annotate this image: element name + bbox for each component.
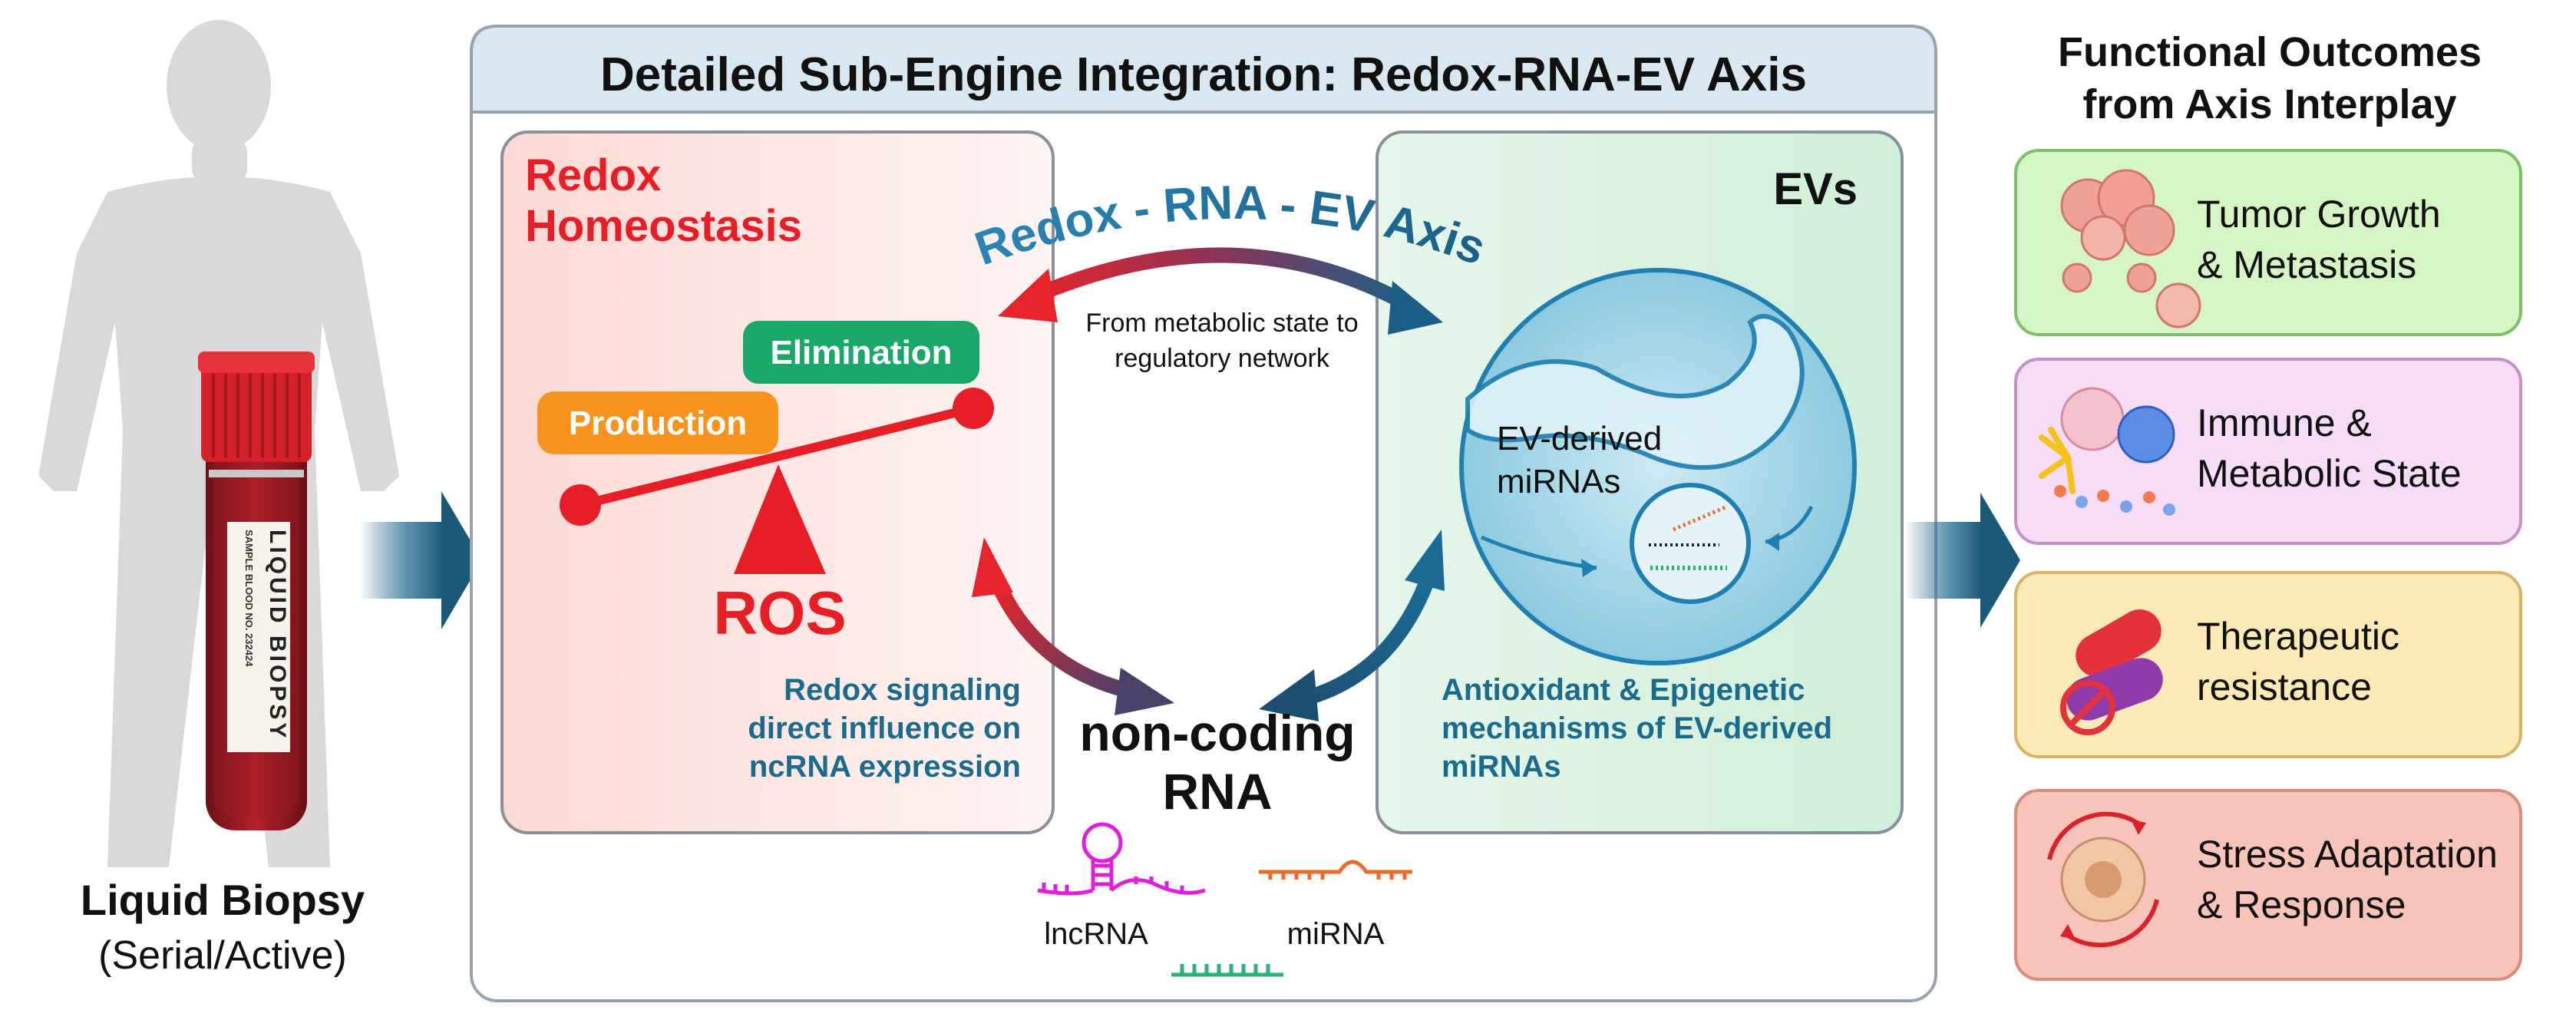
ros-label: ROS: [713, 579, 846, 647]
liquid-biopsy-subtitle: (Serial/Active): [98, 933, 347, 978]
outcome-stress-line1: Stress Adaptation: [2197, 833, 2498, 876]
immune-cells-icon: [2039, 387, 2175, 516]
redox-ncrna-arrow: [972, 537, 1174, 715]
rna-strand-icon: [1171, 964, 1283, 977]
outcome-card-stress-adaptation: Stress Adaptation & Response: [2014, 789, 2522, 981]
vial-label: [227, 522, 290, 752]
elimination-badge: [743, 321, 979, 384]
lncrna-label: lncRNA: [1044, 917, 1148, 951]
redox-balance-scale: [560, 388, 994, 574]
ev-title: EVs: [1773, 164, 1858, 214]
outcome-card-tumor-growth: Tumor Growth & Metastasis: [2014, 149, 2522, 336]
pill-capsule-icon: [2060, 609, 2163, 735]
vial-label-text: LIQUID BIOPSY: [265, 530, 290, 741]
outcome-immune-line2: Metabolic State: [2197, 452, 2462, 495]
outcomes-title-line2: from Axis Interplay: [2082, 81, 2456, 127]
stress-cycle-icon: [2047, 811, 2159, 948]
integration-panel-header: Detailed Sub-Engine Integration: Redox-R…: [600, 48, 1807, 101]
redox-title-line2: Homeostasis: [525, 201, 802, 251]
outcomes-title-line1: Functional Outcomes: [2058, 29, 2482, 75]
mirna-icon: [1259, 860, 1412, 880]
ev-caption-line3: miRNAs: [1442, 750, 1561, 784]
outcome-therapeutic-line1: Therapeutic: [2197, 615, 2399, 658]
connector-text-line1: From metabolic state to: [1085, 309, 1358, 338]
ev-vesicle-label-line2: miRNAs: [1497, 463, 1620, 500]
tumor-cells-icon: [2060, 169, 2201, 328]
axis-double-arrow-top: [998, 247, 1443, 335]
elimination-label: Elimination: [770, 334, 952, 371]
lncrna-icon: [1037, 822, 1206, 896]
flow-arrow-left: [359, 491, 482, 629]
redox-caption-line1: Redox signaling: [784, 673, 1021, 707]
redox-title-line1: Redox: [525, 150, 661, 200]
outcome-immune-line1: Immune &: [2197, 401, 2372, 444]
ncrna-title-line1: non-coding: [1079, 705, 1355, 761]
redox-caption-line2: direct influence on: [748, 711, 1021, 745]
outcome-stress-line2: & Response: [2197, 883, 2406, 926]
mirna-label: miRNA: [1287, 917, 1385, 951]
liquid-biopsy-title: Liquid Biopsy: [81, 876, 365, 924]
ev-caption-line1: Antioxidant & Epigenetic: [1442, 673, 1805, 707]
outcome-card-therapeutic-resistance: Therapeutic resistance: [2014, 571, 2522, 758]
extracellular-vesicle: [1459, 268, 1857, 665]
flow-arrow-right: [1905, 493, 2020, 628]
outcome-therapeutic-line2: resistance: [2197, 665, 2372, 708]
vial-label-subtext: SAMPLE BLOOD NO. 232424: [243, 530, 255, 667]
redox-caption-line3: ncRNA expression: [749, 750, 1021, 784]
connector-text-line2: regulatory network: [1115, 344, 1330, 373]
production-label: Production: [569, 404, 747, 442]
ev-caption-line2: mechanisms of EV-derived: [1442, 711, 1832, 745]
outcome-tumor-line1: Tumor Growth: [2197, 193, 2441, 236]
ncrna-title-line2: RNA: [1163, 763, 1273, 820]
outcome-tumor-line2: & Metastasis: [2197, 243, 2416, 286]
blood-vial: LIQUID BIOPSY SAMPLE BLOOD NO. 232424: [198, 352, 315, 830]
production-badge: [537, 391, 778, 454]
ev-vesicle-label-line1: EV-derived: [1497, 420, 1662, 457]
ev-ncrna-arrow: [1259, 530, 1445, 721]
outcome-card-immune-metabolic: Immune & Metabolic State: [2014, 358, 2522, 545]
